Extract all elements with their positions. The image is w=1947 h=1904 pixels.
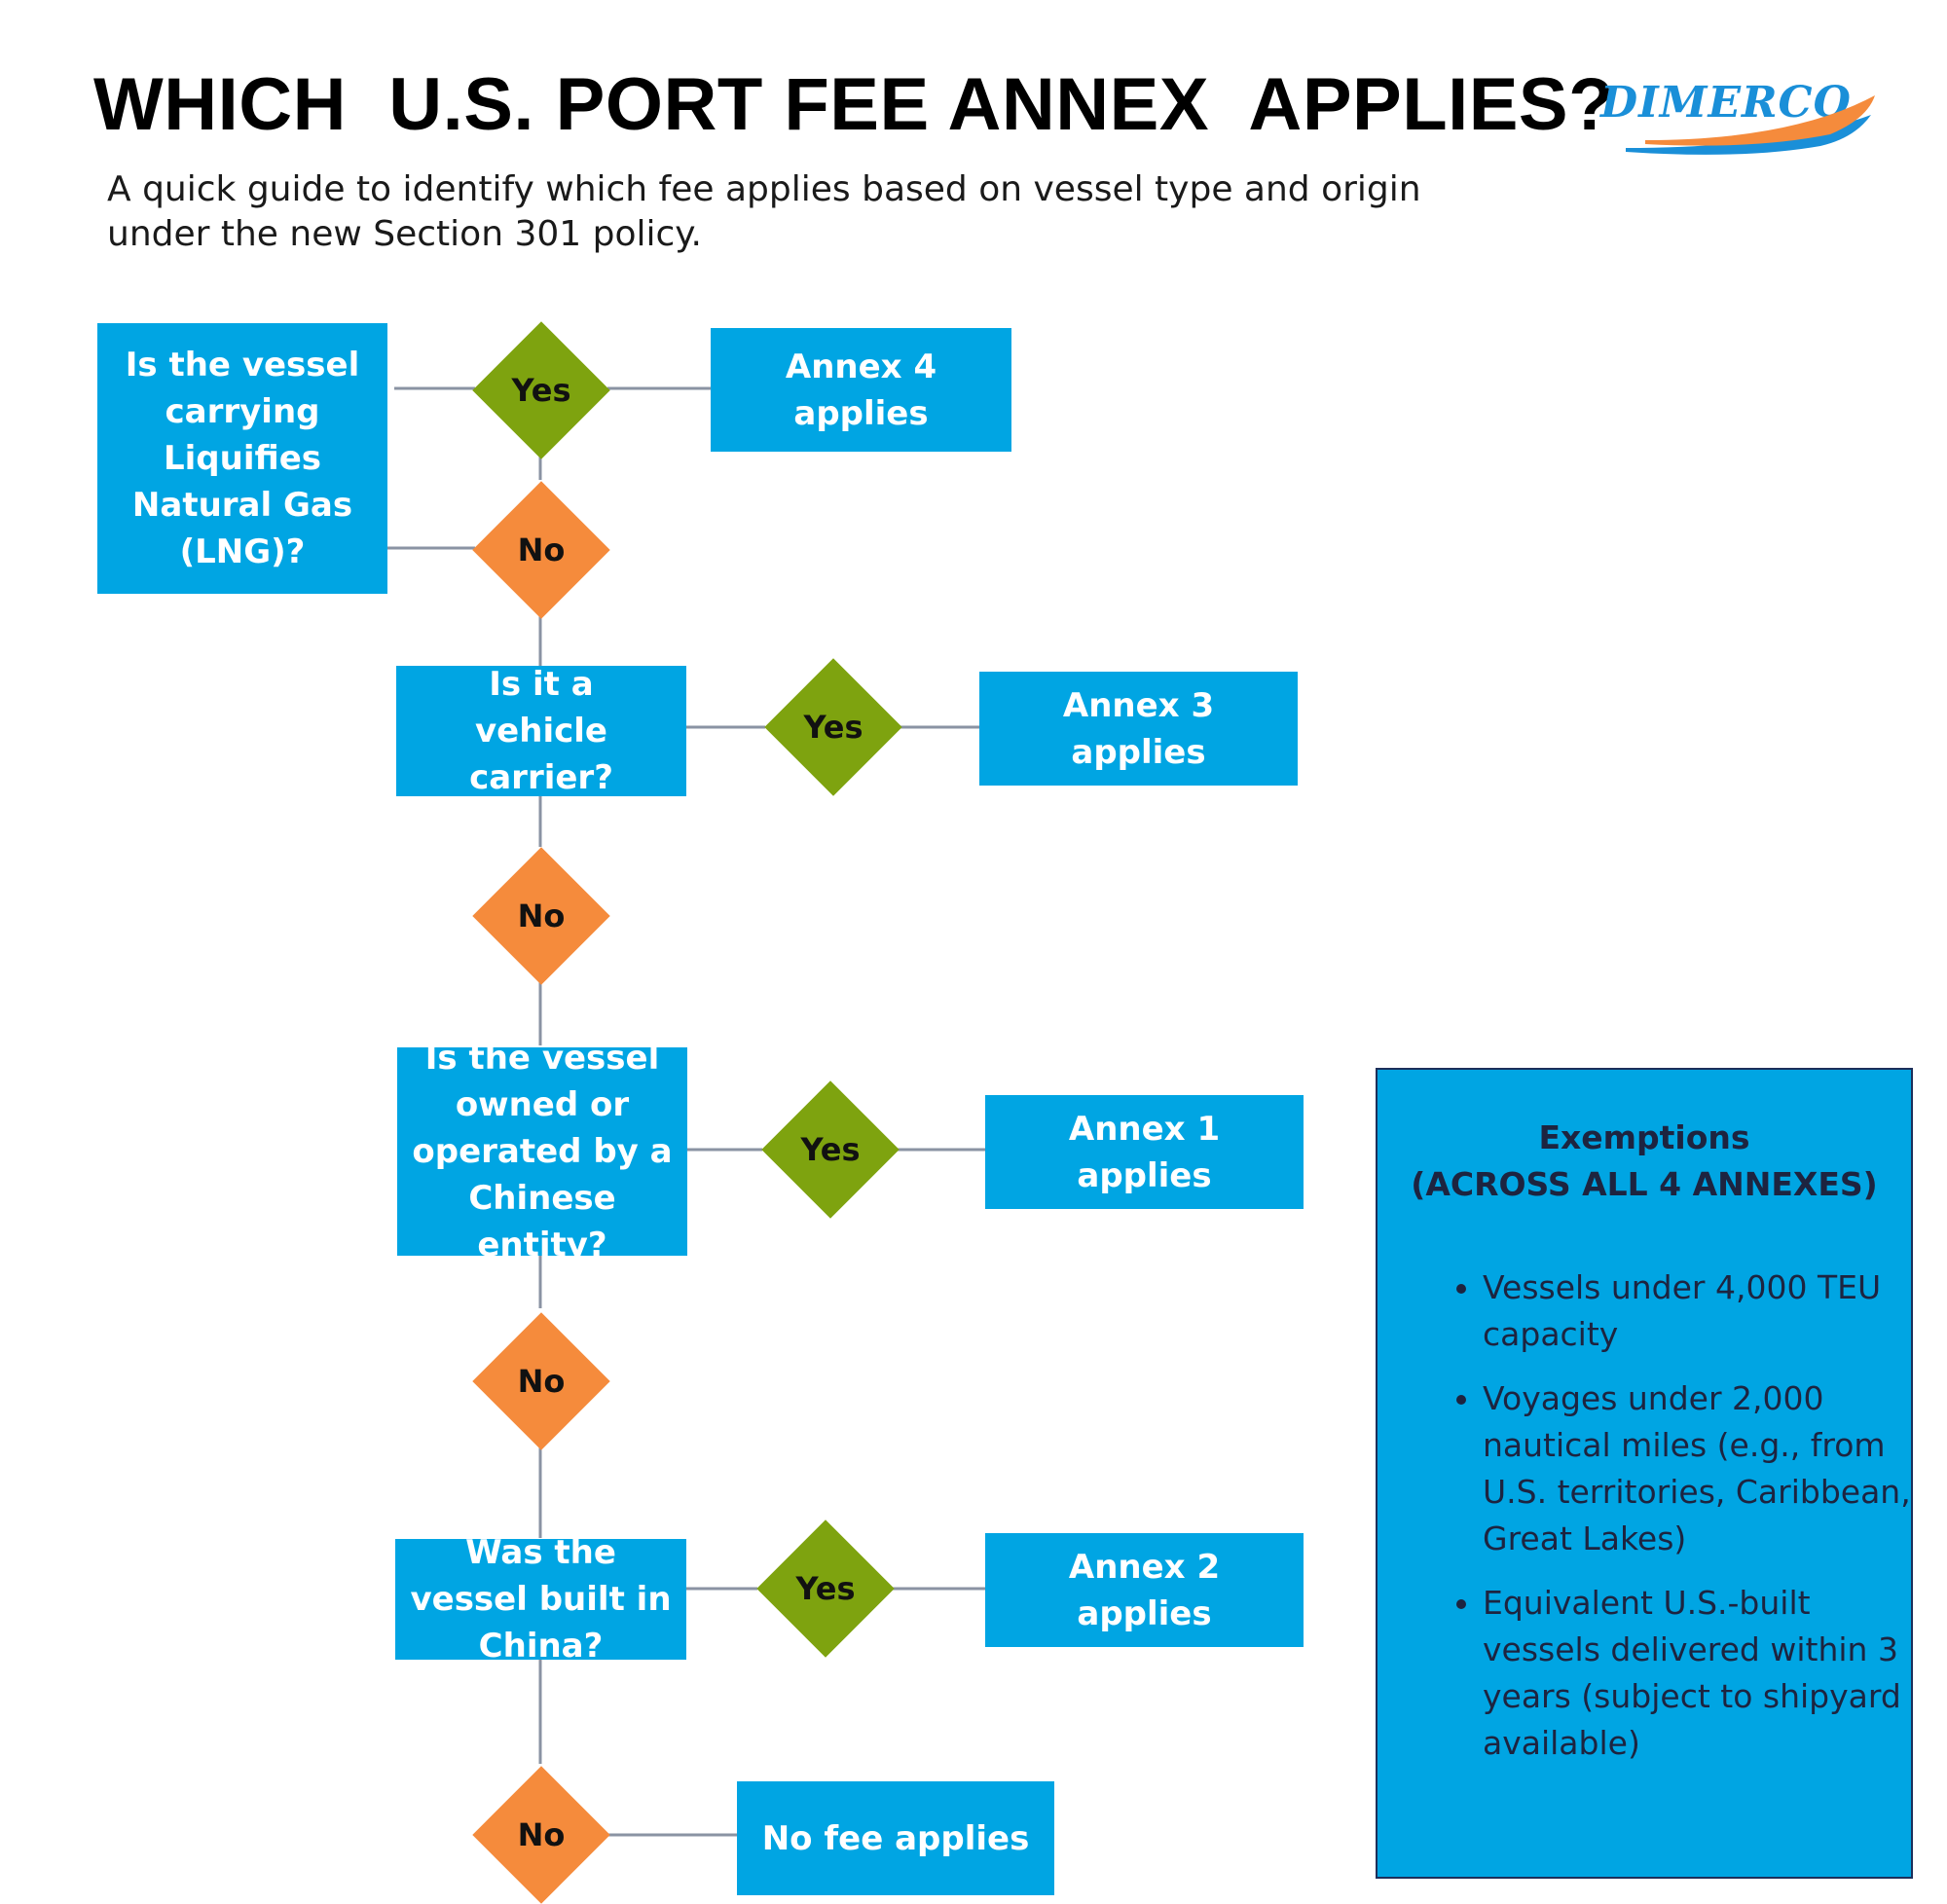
- no-label: No: [517, 1816, 566, 1853]
- decision-yes-chinese-entity: Yes: [761, 1080, 900, 1219]
- question-lng: Is the vessel carrying Liquifies Natural…: [97, 323, 387, 594]
- yes-label: Yes: [800, 1131, 861, 1168]
- decision-no-lng: No: [472, 481, 610, 619]
- dimerco-logo: DIMERCO: [1587, 78, 1898, 156]
- exemption-item: Vessels under 4,000 TEU capacity: [1483, 1264, 1911, 1358]
- page-title: WHICH U.S. PORT FEE ANNEX APPLIES?: [93, 63, 1615, 146]
- page-subtitle: A quick guide to identify which fee appl…: [107, 169, 1421, 254]
- logo-swoosh-icon: [1626, 95, 1875, 155]
- exemptions-panel: Exemptions (ACROSS ALL 4 ANNEXES) Vessel…: [1376, 1068, 1913, 1879]
- result-annex-1: Annex 1 applies: [985, 1095, 1304, 1209]
- decision-no-built-china: No: [472, 1766, 610, 1904]
- yes-label: Yes: [803, 709, 863, 746]
- question-chinese-entity: Is the vessel owned or operated by a Chi…: [397, 1039, 687, 1264]
- exemption-item: Voyages under 2,000 nautical miles (e.g.…: [1483, 1375, 1911, 1562]
- yes-label: Yes: [511, 372, 571, 409]
- no-label: No: [517, 531, 566, 568]
- result-annex-3: Annex 3 applies: [979, 672, 1298, 786]
- exemption-item: Equivalent U.S.-built vessels delivered …: [1483, 1580, 1911, 1767]
- exemptions-list: Vessels under 4,000 TEU capacity Voyages…: [1436, 1264, 1911, 1784]
- exemptions-heading: Exemptions (ACROSS ALL 4 ANNEXES): [1378, 1115, 1911, 1208]
- no-label: No: [517, 897, 566, 934]
- question-vehicle-carrier: Is it a vehicle carrier?: [396, 665, 686, 797]
- yes-label: Yes: [795, 1570, 856, 1607]
- no-label: No: [517, 1363, 566, 1400]
- exemptions-title: Exemptions: [1538, 1118, 1750, 1156]
- decision-no-chinese-entity: No: [472, 1312, 610, 1450]
- exemptions-subtitle: (ACROSS ALL 4 ANNEXES): [1411, 1165, 1878, 1203]
- result-no-fee: No fee applies: [737, 1781, 1054, 1895]
- decision-yes-built-china: Yes: [756, 1520, 895, 1658]
- decision-yes-vehicle: Yes: [764, 658, 902, 796]
- decision-no-vehicle: No: [472, 847, 610, 985]
- result-annex-4: Annex 4 applies: [711, 328, 1011, 452]
- result-annex-2: Annex 2 applies: [985, 1533, 1304, 1647]
- question-built-in-china: Was the vessel built in China?: [395, 1533, 686, 1666]
- logo-text: DIMERCO: [1600, 78, 1852, 128]
- decision-yes-lng: Yes: [472, 321, 610, 459]
